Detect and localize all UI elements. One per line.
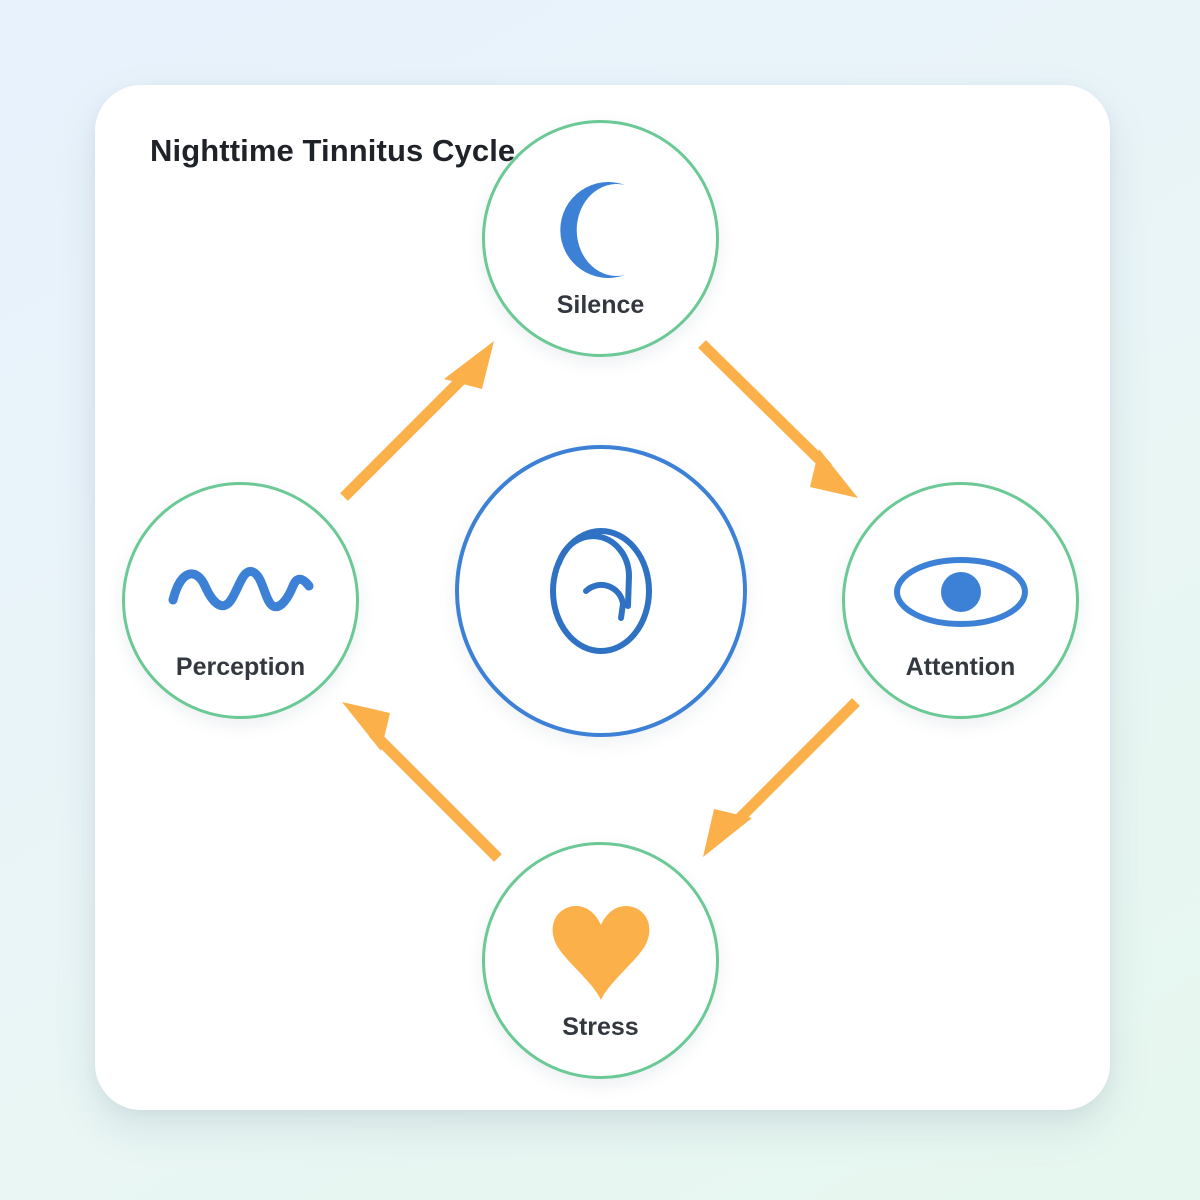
heart-icon xyxy=(552,906,649,1000)
node-stress[interactable]: Stress xyxy=(482,842,719,1079)
arrow-attention-to-stress xyxy=(703,698,860,857)
ear-icon xyxy=(550,528,652,654)
crescent-moon-icon xyxy=(559,182,625,278)
node-stress-icon-wrap xyxy=(485,897,716,1007)
node-attention-icon-wrap xyxy=(845,537,1076,647)
node-perception-label: Perception xyxy=(175,653,306,681)
arrow-perception-to-silence xyxy=(340,341,494,501)
node-silence-label: Silence xyxy=(556,291,645,319)
eye-icon xyxy=(893,557,1028,627)
node-silence[interactable]: Silence xyxy=(482,120,719,357)
node-perception-icon-wrap xyxy=(125,537,356,647)
arrow-silence-to-attention xyxy=(698,340,858,498)
center-ear-node[interactable] xyxy=(455,445,747,737)
node-silence-icon-wrap xyxy=(485,175,716,285)
node-attention-label: Attention xyxy=(905,653,1016,681)
node-perception[interactable]: Perception xyxy=(122,482,359,719)
arrow-stress-to-perception xyxy=(342,702,502,862)
node-attention[interactable]: Attention xyxy=(842,482,1079,719)
page-title: Nighttime Tinnitus Cycle xyxy=(150,133,516,168)
sound-wave-icon xyxy=(168,567,313,612)
node-stress-label: Stress xyxy=(562,1013,639,1041)
